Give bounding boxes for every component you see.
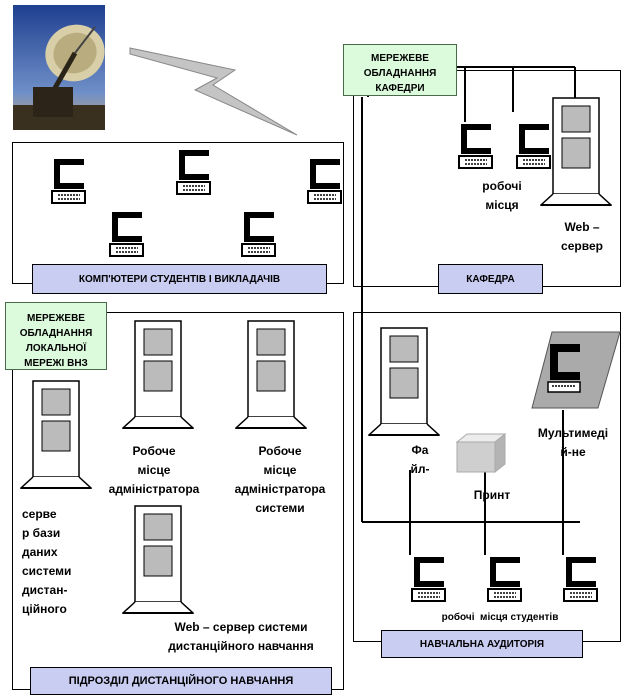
computer-icon (410, 555, 446, 603)
db-server-text: серве р бази даних системи дистан- ційно… (22, 507, 72, 616)
computer-icon (515, 122, 551, 170)
classroom-label: НАВЧАЛЬНА АУДИТОРІЯ (381, 630, 583, 658)
department-label: КАФЕДРА (438, 264, 543, 294)
web-server-text: Web – сервер (561, 220, 603, 253)
workstations-text: робочі місця (482, 179, 522, 212)
server-tower-icon (235, 320, 307, 432)
server-tower-icon (20, 380, 92, 492)
dept-network-equipment: МЕРЕЖЕВЕ ОБЛАДНАННЯ КАФЕДРИ (343, 44, 457, 96)
server-tower-icon (122, 320, 194, 432)
computer-icon (108, 210, 144, 258)
student-workstations-text: робочі місця студентів (441, 612, 559, 623)
computer-icon (240, 210, 276, 258)
admin-workstation-text: Робоче місце адміністратора (108, 444, 200, 496)
students-label: КОМП'ЮТЕРИ СТУДЕНТІВ І ВИКЛАДАЧІВ (32, 264, 327, 294)
web-server-distance-text: Web – сервер системи дистанційного навча… (168, 620, 314, 653)
satellite-dish-icon (13, 5, 105, 130)
file-server-text: Фа йл- (410, 443, 430, 476)
printer-icon (455, 432, 507, 474)
local-network-equipment: МЕРЕЖЕВЕ ОБЛАДНАННЯ ЛОКАЛЬНОЇ МЕРЕЖІ ВНЗ (5, 302, 107, 370)
computer-icon (562, 555, 598, 603)
computer-icon (486, 555, 522, 603)
server-tower-icon (122, 505, 194, 617)
multimedia-text: Мультимеді й-не (537, 426, 609, 459)
computer-icon (175, 148, 211, 196)
server-tower-icon (540, 97, 612, 209)
distance-unit-label: ПІДРОЗДІЛ ДИСТАНЦІЙНОГО НАВЧАННЯ (30, 667, 332, 695)
computer-icon (457, 122, 493, 170)
computer-icon (50, 157, 86, 205)
server-tower-icon (368, 327, 440, 439)
lightning-icon (125, 40, 305, 140)
students-box (12, 142, 344, 284)
projector-icon (530, 330, 622, 410)
computer-icon (306, 157, 342, 205)
system-admin-text: Робоче місце адміністратора системи (234, 444, 326, 515)
printer-text: Принт (473, 488, 511, 502)
